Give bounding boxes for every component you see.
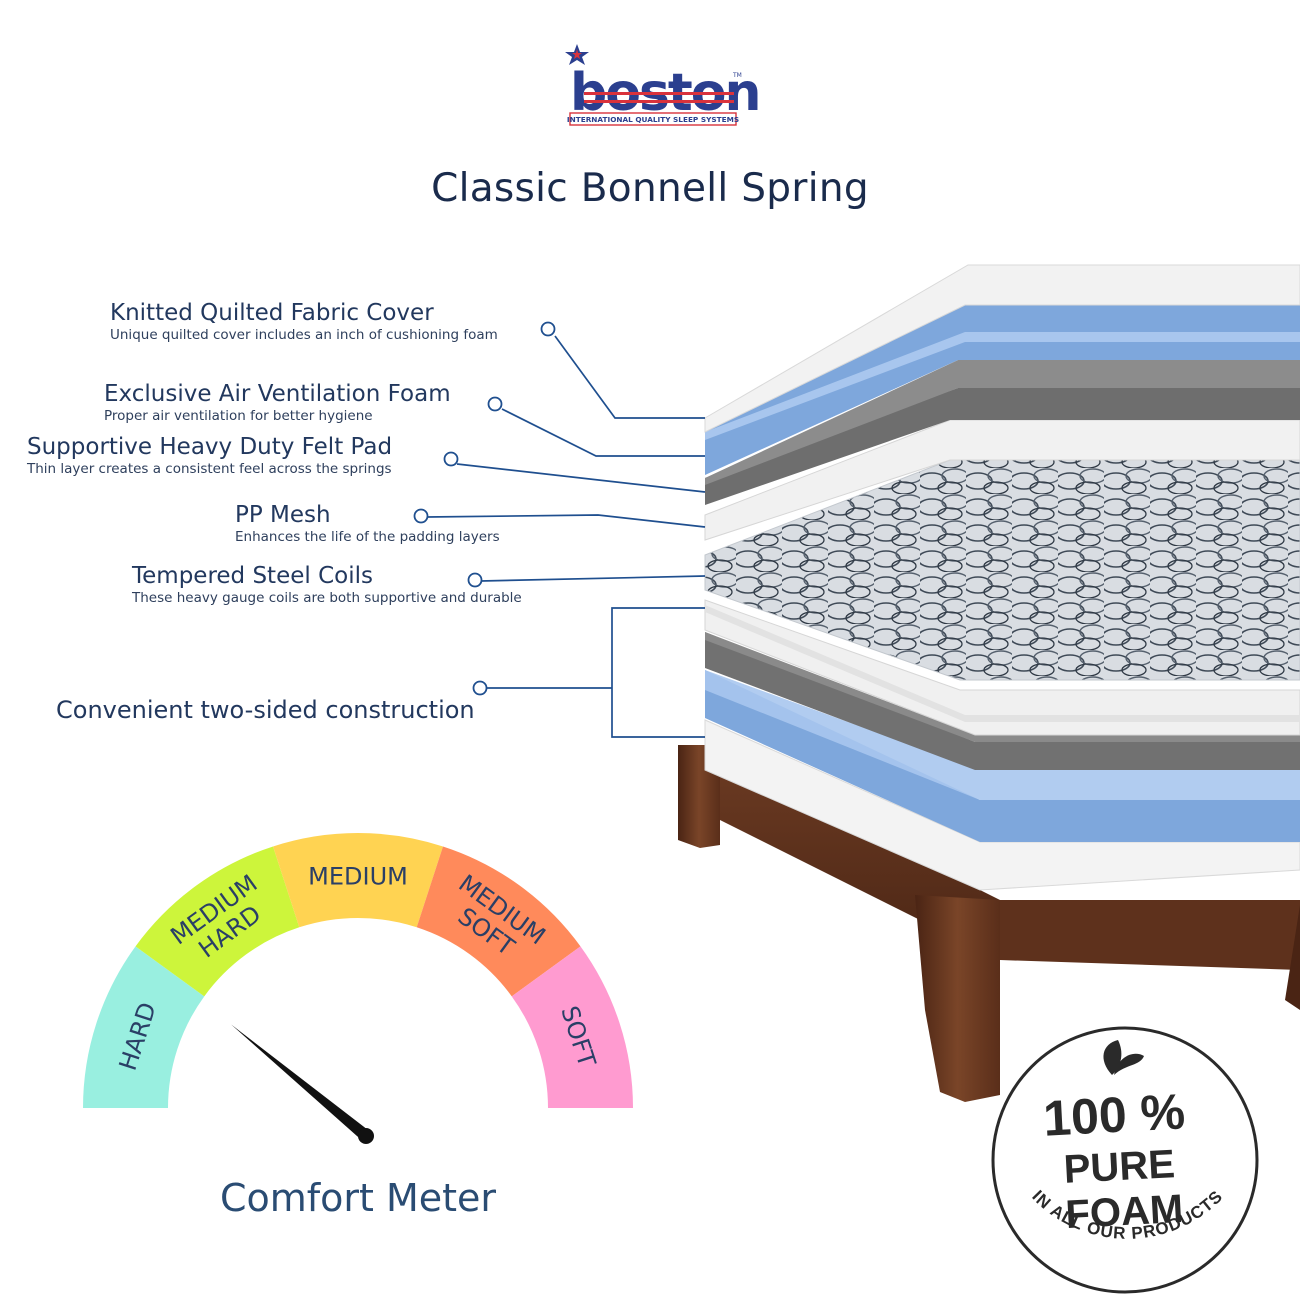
- logo-tagline: INTERNATIONAL QUALITY SLEEP SYSTEMS: [567, 115, 739, 124]
- meter-needle-hub: [358, 1128, 374, 1144]
- callout-dot: [443, 451, 459, 467]
- mattress-layers: [704, 264, 1300, 891]
- callout-dots: [413, 321, 556, 696]
- meter-segment: [273, 833, 443, 928]
- leaf-icon: [1103, 1040, 1144, 1075]
- label-two-sided: Convenient two-sided construction: [56, 696, 475, 724]
- callout-lines: [426, 335, 706, 738]
- callout-dot: [467, 572, 483, 588]
- label-desc: Thin layer creates a consistent feel acr…: [27, 461, 392, 477]
- label-desc: These heavy gauge coils are both support…: [132, 590, 522, 606]
- badge-line2: FOAM: [1064, 1187, 1184, 1237]
- label-steel-coils: Tempered Steel Coils These heavy gauge c…: [132, 563, 522, 606]
- meter-segment: [135, 846, 300, 997]
- star-icon: [565, 44, 589, 65]
- label-felt-pad: Supportive Heavy Duty Felt Pad Thin laye…: [27, 434, 392, 477]
- page-title: Classic Bonnell Spring: [431, 166, 869, 211]
- callout-dot: [413, 508, 429, 524]
- meter-needle: [231, 1024, 370, 1141]
- callout-dot: [540, 321, 556, 337]
- logo-trademark: TM: [732, 72, 742, 79]
- callout-dot: [487, 396, 503, 412]
- meter-segment: [83, 946, 205, 1108]
- brand-logo: boston TM INTERNATIONAL QUALITY SLEEP SY…: [565, 44, 762, 126]
- label-title: Tempered Steel Coils: [132, 563, 373, 589]
- meter-segment: [416, 846, 581, 997]
- comfort-meter-title: Comfort Meter: [219, 1176, 497, 1220]
- label-desc: Enhances the life of the padding layers: [235, 529, 500, 545]
- badge-percent: 100 %: [1042, 1083, 1187, 1146]
- label-desc: Proper air ventilation for better hygien…: [104, 408, 373, 424]
- pure-foam-badge: 100 % PURE FOAM IN ALL OUR PRODUCTS: [991, 1026, 1259, 1294]
- label-title: Exclusive Air Ventilation Foam: [104, 381, 451, 407]
- label-title: PP Mesh: [235, 502, 331, 528]
- label-pp-mesh: PP Mesh Enhances the life of the padding…: [235, 502, 500, 545]
- badge-line1: PURE: [1063, 1142, 1176, 1192]
- meter-segment: [511, 946, 633, 1108]
- callout-dot: [472, 680, 488, 696]
- label-title: Supportive Heavy Duty Felt Pad: [27, 434, 393, 460]
- label-ventilation-foam: Exclusive Air Ventilation Foam Proper ai…: [104, 381, 451, 424]
- label-fabric-cover: Knitted Quilted Fabric Cover Unique quil…: [110, 300, 498, 343]
- label-title: Knitted Quilted Fabric Cover: [110, 300, 434, 326]
- label-desc: Unique quilted cover includes an inch of…: [110, 327, 498, 343]
- meter-segment-label: MEDIUM: [308, 863, 408, 891]
- bed-frame: [678, 745, 1300, 1102]
